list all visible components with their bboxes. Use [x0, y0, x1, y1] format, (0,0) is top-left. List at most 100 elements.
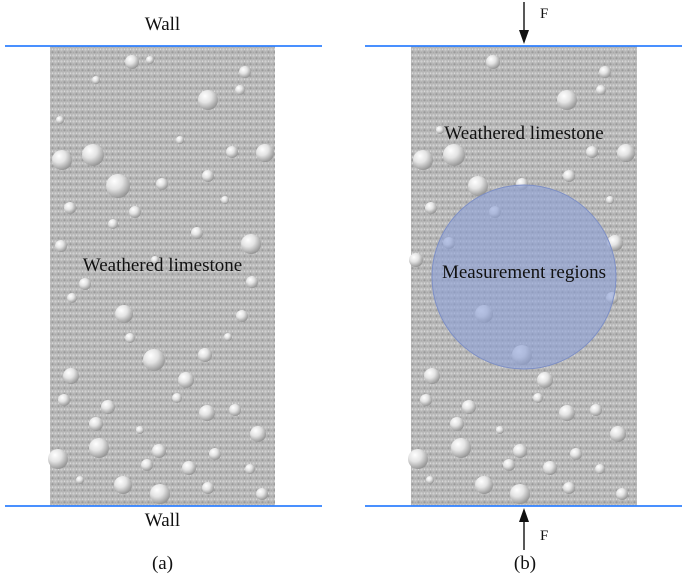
pebble	[79, 278, 91, 290]
pebble	[198, 348, 212, 362]
pebble	[156, 178, 168, 190]
specimen-b	[408, 46, 637, 506]
pebble	[108, 219, 118, 229]
pebble	[606, 196, 614, 204]
pebble	[89, 417, 103, 431]
pebble	[178, 372, 194, 388]
pebble	[226, 146, 238, 158]
pebble	[67, 293, 77, 303]
pebble	[616, 488, 628, 500]
measurement-region-label: Measurement regions	[441, 262, 607, 283]
bottom-wall-label-a: Wall	[144, 510, 181, 531]
pebble	[151, 256, 159, 264]
pebble	[241, 234, 261, 254]
pebble	[496, 426, 504, 434]
pebble	[533, 393, 543, 403]
pebble	[436, 126, 444, 134]
pebble	[125, 333, 135, 343]
pebble	[202, 482, 214, 494]
pebble	[563, 482, 575, 494]
pebble	[486, 55, 500, 69]
pebble	[146, 56, 154, 64]
specimen-a	[48, 46, 275, 506]
pebble	[143, 349, 165, 371]
pebble	[570, 448, 582, 460]
measurement-region-circle	[431, 184, 617, 370]
pebble	[52, 150, 72, 170]
pebble	[150, 484, 170, 504]
pebble	[256, 488, 268, 500]
pebble	[557, 90, 577, 110]
pebble	[55, 240, 67, 252]
pebble	[510, 484, 530, 504]
pebble	[114, 476, 132, 494]
pebble	[409, 253, 423, 267]
top-force-label: F	[540, 6, 549, 22]
material-label-b: Weathered limestone	[444, 123, 604, 144]
pebble	[115, 305, 133, 323]
pebble	[424, 368, 440, 384]
pebble	[462, 400, 476, 414]
pebble	[76, 476, 84, 484]
pebble	[443, 144, 465, 166]
pebble	[64, 202, 76, 214]
pebble	[48, 449, 68, 469]
pebble	[503, 459, 515, 471]
pebble	[82, 144, 104, 166]
pebble	[92, 76, 100, 84]
pebble	[209, 448, 221, 460]
pebble	[599, 66, 611, 78]
pebble	[129, 206, 141, 218]
caption-a: (a)	[151, 553, 174, 574]
pebble	[617, 144, 635, 162]
pebble	[141, 459, 153, 471]
pebble	[229, 404, 241, 416]
pebble	[176, 136, 184, 144]
pebble	[58, 394, 70, 406]
pebble	[475, 476, 493, 494]
pebbles-a	[48, 55, 274, 504]
pebble	[63, 368, 79, 384]
force-arrow-up-icon	[519, 508, 529, 550]
caption-b: (b)	[513, 553, 537, 574]
pebble	[235, 85, 245, 95]
pebble	[250, 426, 266, 442]
pebble	[590, 404, 602, 416]
pebble	[236, 310, 248, 322]
pebble	[513, 444, 527, 458]
pebble	[221, 196, 229, 204]
pebble	[610, 426, 626, 442]
pebble	[596, 85, 606, 95]
pebble	[537, 372, 553, 388]
pebble	[239, 66, 251, 78]
pebble	[202, 170, 214, 182]
pebble	[586, 146, 598, 158]
pebble	[224, 333, 232, 341]
pebble	[451, 438, 471, 458]
pebble	[246, 276, 258, 288]
pebble	[182, 461, 196, 475]
pebble	[245, 464, 255, 474]
pebble	[450, 417, 464, 431]
pebble	[199, 405, 215, 421]
pebble	[408, 449, 428, 469]
pebble	[172, 393, 182, 403]
pebble	[152, 444, 166, 458]
pebble	[420, 394, 432, 406]
force-arrow-down-icon	[519, 2, 529, 44]
pebble	[468, 176, 488, 196]
pebble	[89, 438, 109, 458]
pebble	[256, 144, 274, 162]
pebble	[595, 464, 605, 474]
specimen-a-body	[50, 46, 275, 506]
pebble	[559, 405, 575, 421]
pebble	[101, 400, 115, 414]
pebble	[198, 90, 218, 110]
pebble	[56, 116, 64, 124]
material-label-a: Weathered limestone	[82, 255, 243, 276]
pebble	[543, 461, 557, 475]
pebble	[425, 202, 437, 214]
bottom-force-label: F	[540, 528, 549, 544]
pebble	[413, 150, 433, 170]
